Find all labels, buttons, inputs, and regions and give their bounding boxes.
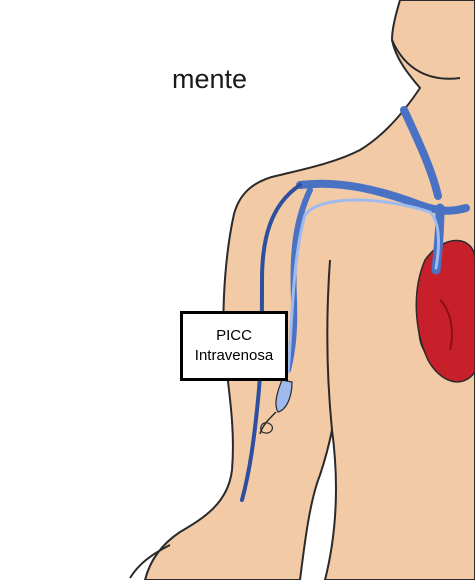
- callout-line-1: PICC: [216, 326, 252, 346]
- callout-line-2: Intravenosa: [195, 346, 273, 366]
- picc-callout-box: PICC Intravenosa: [180, 311, 288, 381]
